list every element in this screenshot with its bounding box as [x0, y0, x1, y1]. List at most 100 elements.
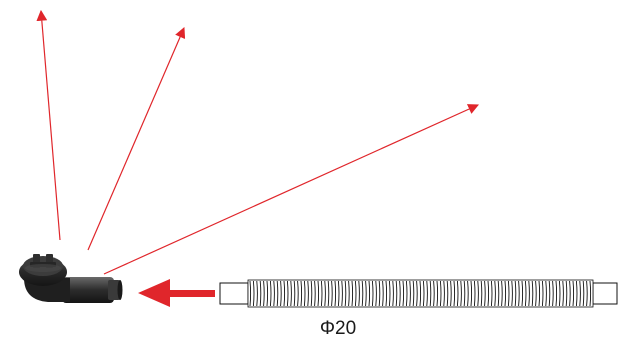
hose-rib	[412, 280, 415, 307]
hose-rib	[337, 280, 340, 307]
direction-arrow-diagonal	[87, 27, 186, 251]
hose-rib	[327, 280, 330, 307]
hose-rib	[358, 280, 360, 307]
hose-rib	[490, 280, 493, 307]
hose-rib	[562, 280, 564, 307]
hose-rib	[368, 280, 371, 307]
corrugated-hose	[219, 279, 618, 308]
hose-rib	[511, 280, 513, 307]
hose-rib	[535, 280, 537, 307]
hose-rib	[310, 280, 313, 307]
hose-rib	[531, 280, 534, 307]
hose-rib	[572, 280, 575, 307]
hose-rib	[528, 280, 530, 307]
hose-rib	[589, 280, 592, 307]
hose-rib	[334, 280, 337, 307]
hose-rib	[297, 280, 299, 307]
hose-rib	[252, 280, 255, 307]
hose-rib	[545, 280, 547, 307]
diameter-label: Φ20	[319, 318, 357, 339]
hose-rib	[395, 280, 398, 307]
hose-rib	[579, 280, 581, 307]
hose-rib	[439, 280, 442, 307]
hose-rib	[450, 280, 452, 307]
hose-rib	[283, 280, 286, 307]
hose-rib	[586, 280, 588, 307]
hose-rib	[348, 280, 350, 307]
hose-rib	[276, 280, 279, 307]
hose-rib	[477, 280, 479, 307]
hose-rib	[399, 280, 401, 307]
hose-rib	[331, 280, 333, 307]
hose-rib	[361, 280, 364, 307]
elbow-fitting	[19, 254, 123, 303]
hose-rib	[320, 280, 323, 307]
hose-rib	[273, 280, 275, 307]
hose-rib	[392, 280, 394, 307]
hose-rib	[341, 280, 343, 307]
hose-rib	[436, 280, 439, 307]
direction-arrows	[36, 9, 479, 275]
hose-rib	[409, 280, 411, 307]
hose-rib	[538, 280, 541, 307]
hose-rib	[558, 280, 561, 307]
hose-rib	[446, 280, 449, 307]
hose-rib	[249, 280, 252, 307]
hose-rib	[317, 280, 320, 307]
hose-rib	[382, 280, 384, 307]
hose-rib	[429, 280, 432, 307]
hose-rib	[303, 280, 306, 307]
hose-rib	[351, 280, 354, 307]
hose-rib	[402, 280, 405, 307]
hose-rib	[365, 280, 367, 307]
hose-rib	[405, 280, 408, 307]
hose-rib	[514, 280, 517, 307]
hose-rib	[344, 280, 347, 307]
hose-rib	[385, 280, 388, 307]
hose-rib	[266, 280, 269, 307]
hose-rib	[480, 280, 483, 307]
hose-rib	[300, 280, 303, 307]
hose-rib	[507, 280, 510, 307]
hose-rib	[433, 280, 435, 307]
hose-rib	[541, 280, 544, 307]
hose-rib	[487, 280, 490, 307]
hose-rib	[569, 280, 571, 307]
hose-rib	[524, 280, 527, 307]
hose-rib	[565, 280, 568, 307]
hose-rib	[443, 280, 445, 307]
hose-rib	[375, 280, 377, 307]
hose-rib	[378, 280, 381, 307]
hose-rib	[354, 280, 357, 307]
hose-rib	[416, 280, 418, 307]
direction-arrow-up	[36, 9, 61, 241]
hose-rib	[456, 280, 459, 307]
hose-rib	[484, 280, 486, 307]
hose-rib	[269, 280, 272, 307]
hose-rib	[263, 280, 265, 307]
hose-rib	[426, 280, 428, 307]
hose-rib	[259, 280, 262, 307]
hose-rib	[518, 280, 520, 307]
hose-rib	[555, 280, 558, 307]
hose-rib	[521, 280, 524, 307]
hose-rib	[293, 280, 296, 307]
hose-rib	[463, 280, 466, 307]
hose-rib	[388, 280, 391, 307]
hose-rib	[552, 280, 554, 307]
hose-rib	[504, 280, 507, 307]
hose-rib	[256, 280, 258, 307]
insertion-arrow	[138, 279, 215, 307]
hose-rib	[460, 280, 462, 307]
hose-rib	[280, 280, 282, 307]
hose-rib	[314, 280, 316, 307]
hose-rib	[497, 280, 500, 307]
hose-rib	[473, 280, 476, 307]
hose-rib	[582, 280, 585, 307]
hose-rib	[290, 280, 292, 307]
hose-rib	[467, 280, 469, 307]
hose-rib	[286, 280, 289, 307]
hose-rib	[501, 280, 503, 307]
